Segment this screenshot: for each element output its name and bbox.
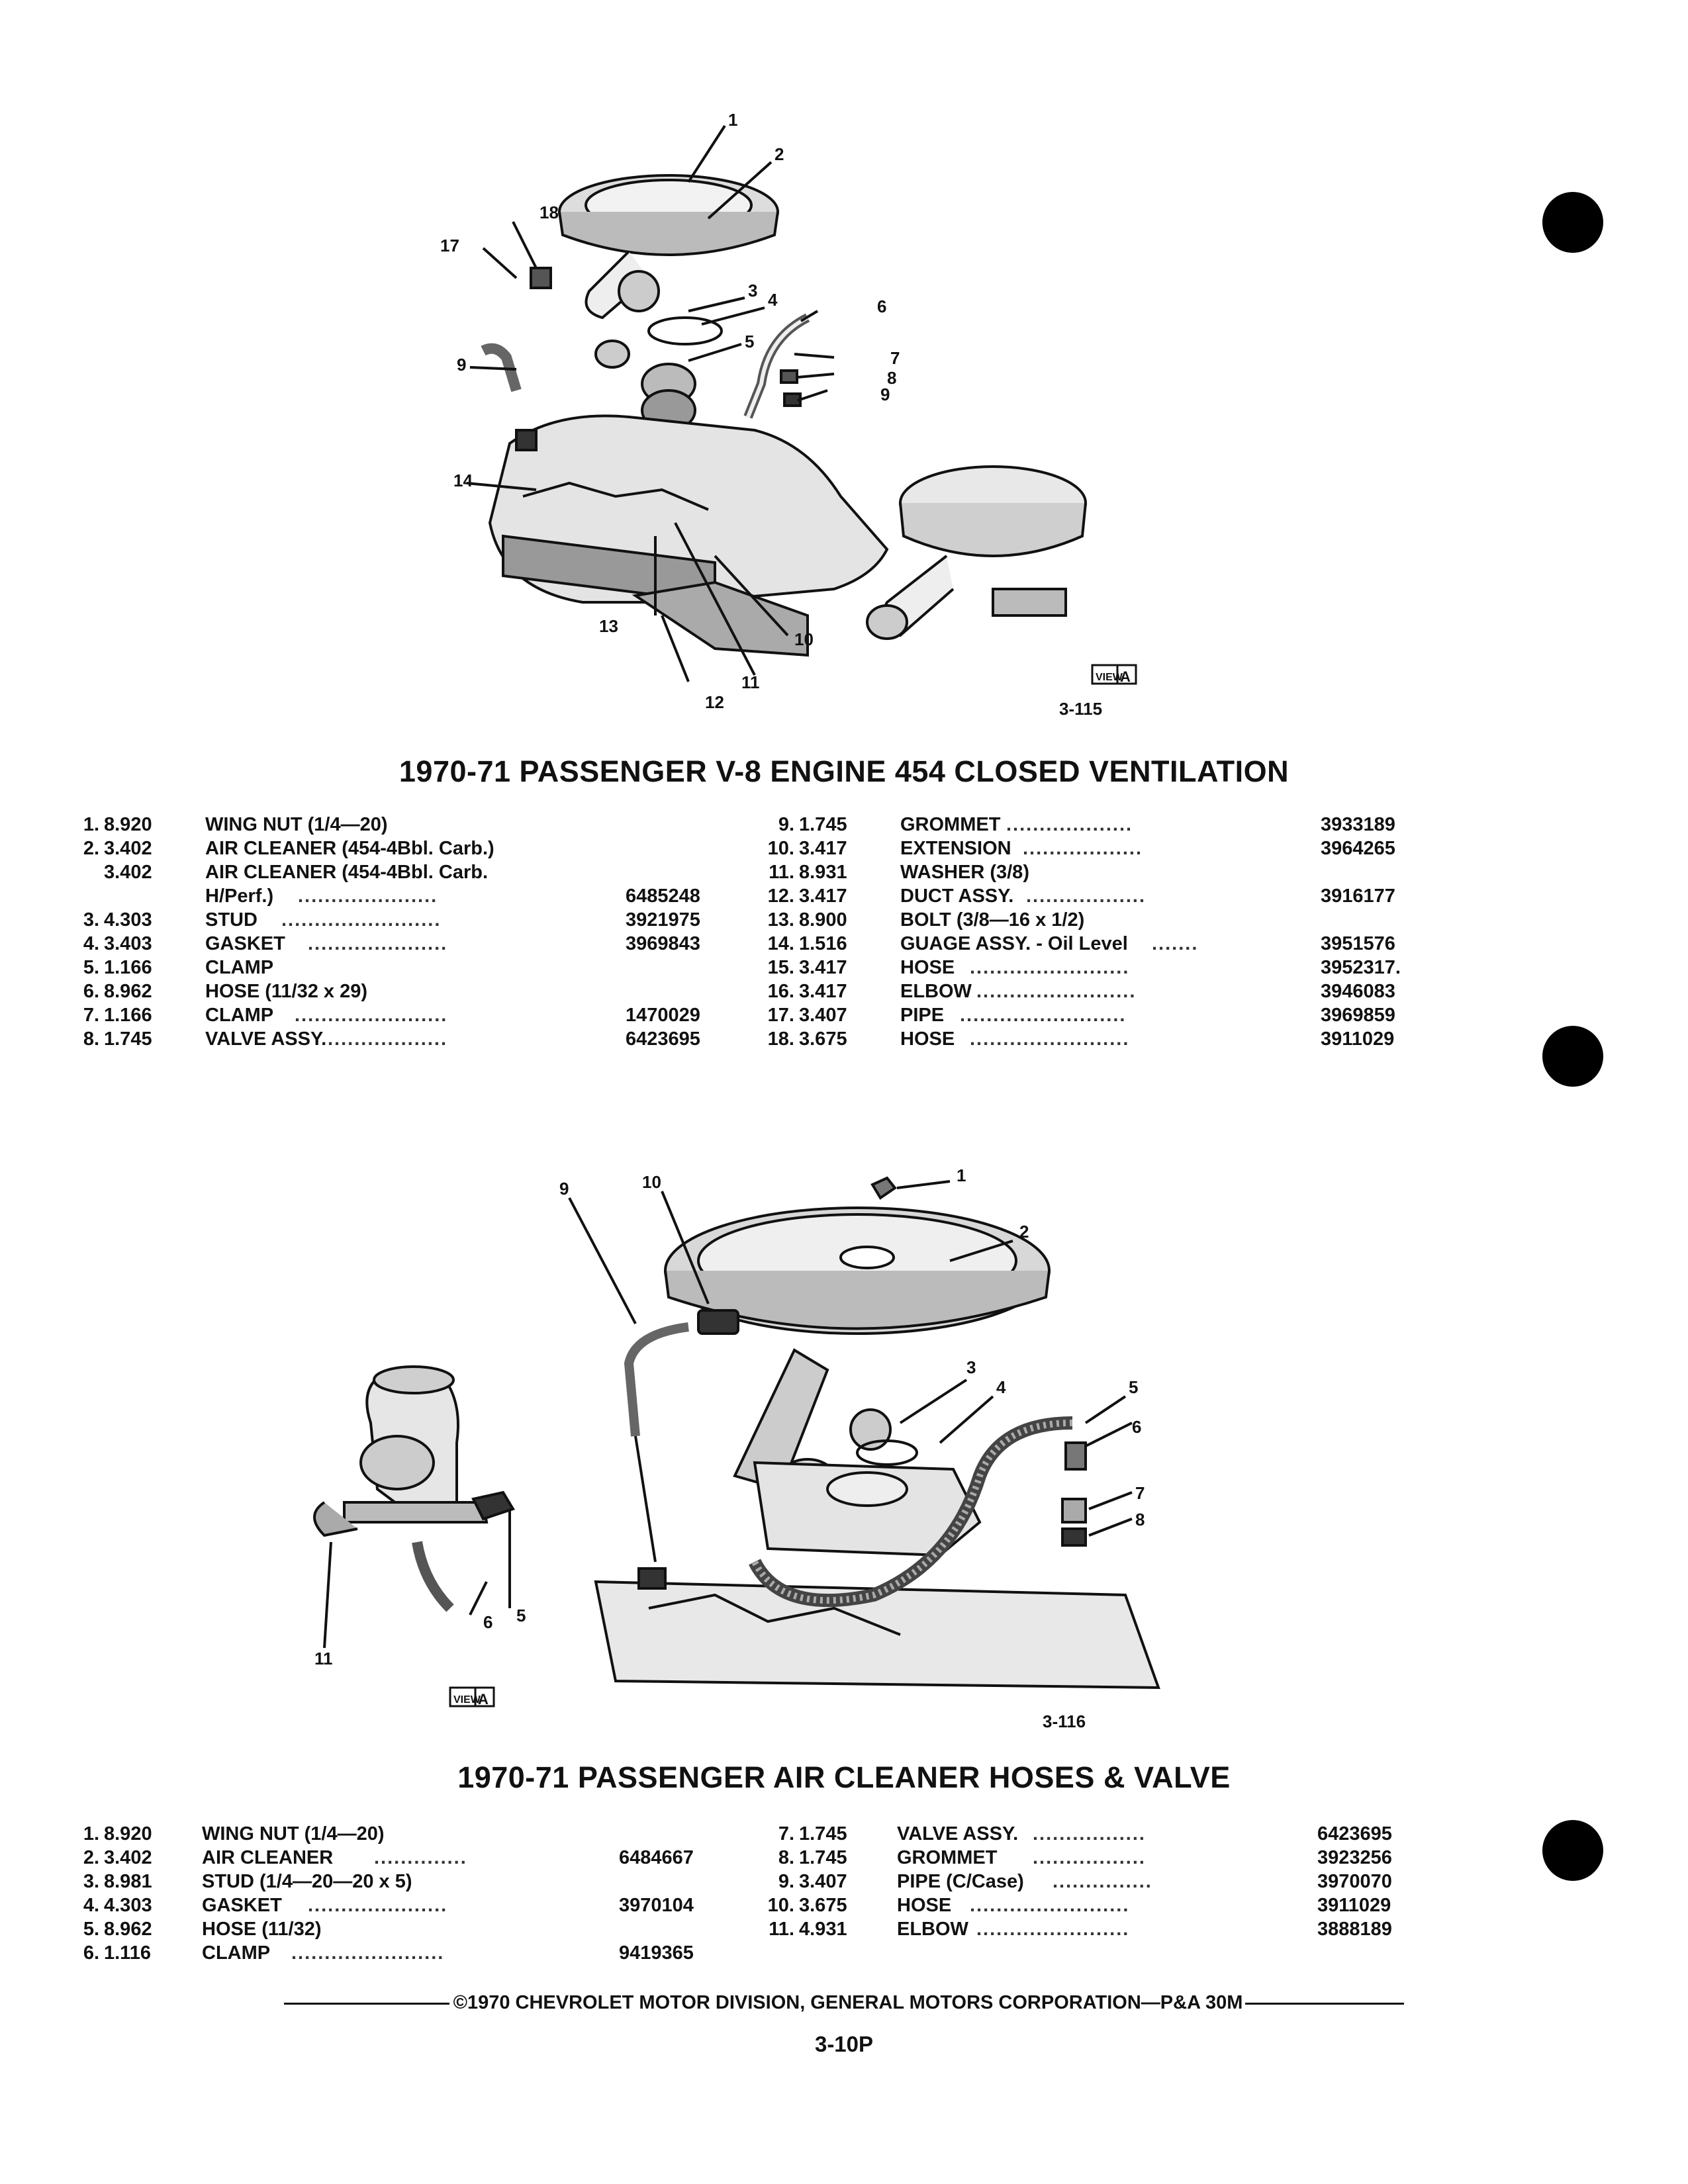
section-title: 1970-71 PASSENGER V-8 ENGINE 454 CLOSED … [399, 754, 1289, 788]
callout: 10 [642, 1172, 661, 1192]
callout: 1 [728, 110, 737, 130]
callout: 5 [516, 1606, 526, 1625]
callout: 9 [880, 385, 890, 404]
callout: 1 [957, 1165, 966, 1185]
callout: 6 [483, 1612, 492, 1632]
callout: 2 [774, 144, 784, 164]
callout: 8 [887, 368, 896, 388]
callout: 9 [559, 1179, 569, 1199]
footer-rule-left [283, 2002, 449, 2005]
figure-air-cleaner-hoses-valve: 1 2 3 4 5 5 6 6 7 8 9 10 11 VIEW A 3-116 [305, 1132, 1178, 1741]
figure-number: 3-116 [1043, 1711, 1086, 1731]
figure-engine-454-ventilation: 1 2 3 4 5 6 7 8 9 9 10 11 12 13 14 17 18… [410, 99, 1165, 728]
callout: 3 [748, 281, 757, 300]
callout: 3 [966, 1357, 976, 1377]
callout: 6 [877, 296, 886, 316]
callout: 12 [705, 692, 724, 712]
figure-number: 3-115 [1059, 699, 1102, 719]
callout: 4 [768, 290, 778, 310]
svg-text:VIEW: VIEW [1096, 672, 1123, 683]
section-title: 1970-71 PASSENGER AIR CLEANER HOSES & VA… [457, 1760, 1231, 1794]
callout: 10 [794, 629, 814, 649]
callout: 7 [1135, 1483, 1145, 1503]
callout: 6 [1132, 1417, 1141, 1437]
callout: 2 [1019, 1222, 1029, 1242]
callout: 18 [539, 203, 559, 222]
binder-hole-bottom [1542, 1820, 1603, 1881]
callout: 11 [741, 672, 760, 692]
footer-rule-right [1245, 2002, 1405, 2005]
callout: 14 [453, 471, 473, 490]
page-number: 3-10P [814, 2032, 874, 2056]
callout: 8 [1135, 1510, 1145, 1529]
callout: 9 [457, 355, 466, 375]
callout: 7 [890, 348, 900, 368]
svg-text:A: A [1120, 668, 1131, 685]
callout: 5 [1129, 1377, 1138, 1397]
view-a-label: VIEW A [449, 1686, 495, 1707]
copyright-footer: ©1970 CHEVROLET MOTOR DIVISION, GENERAL … [0, 1992, 1688, 2014]
callout: 13 [599, 616, 618, 636]
callout: 4 [996, 1377, 1006, 1397]
binder-hole-middle [1542, 1026, 1603, 1087]
callout: 5 [745, 332, 754, 351]
copyright-text: ©1970 CHEVROLET MOTOR DIVISION, GENERAL … [453, 1992, 1243, 2013]
binder-hole-top [1542, 192, 1603, 253]
svg-text:VIEW: VIEW [453, 1694, 481, 1706]
callout: 17 [440, 236, 459, 255]
air-cleaner-illustration: 1 2 3 4 5 5 6 6 7 8 9 10 11 VIEW A 3-116 [313, 1165, 1160, 1731]
engine-illustration: 1 2 3 4 5 6 7 8 9 9 10 11 12 13 14 17 18… [440, 110, 1137, 719]
callout: 11 [314, 1649, 333, 1668]
svg-text:A: A [478, 1691, 489, 1707]
view-a-label: VIEW A [1091, 664, 1137, 685]
